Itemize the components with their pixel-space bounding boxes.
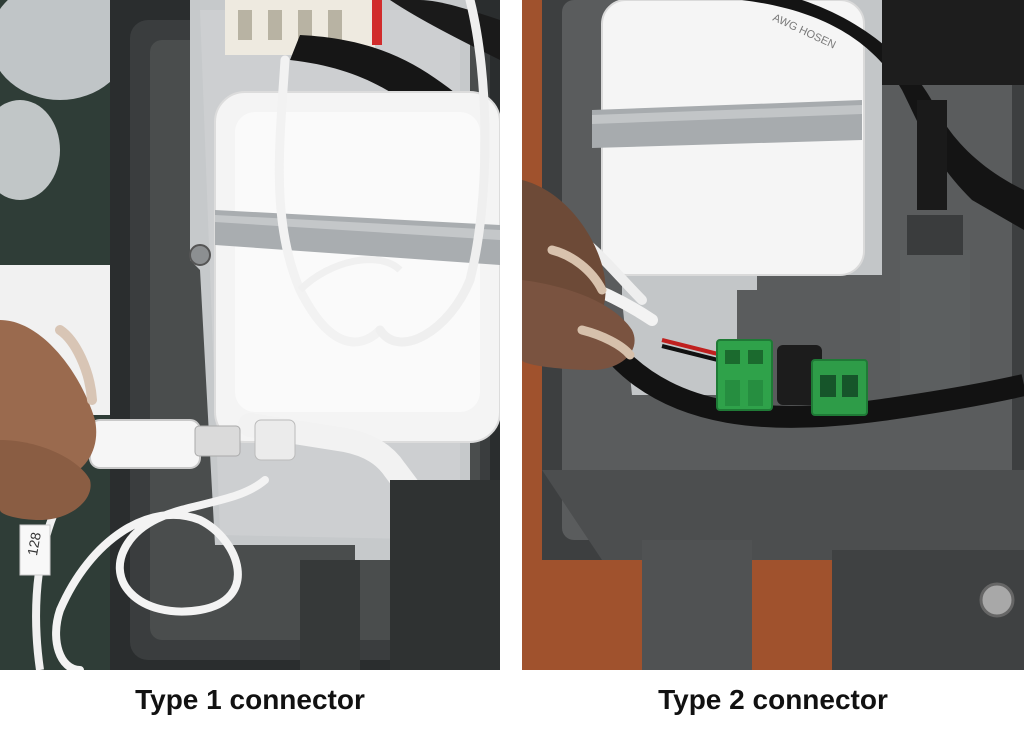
type-1-connector-photo: 128 [0,0,500,670]
type-2-connector-caption: Type 2 connector [658,684,888,715]
type-2-connector-photo: AWG HOSEN [522,0,1024,670]
cable-label-text: 128 [24,531,44,557]
type-1-connector-caption: Type 1 connector [135,684,365,715]
